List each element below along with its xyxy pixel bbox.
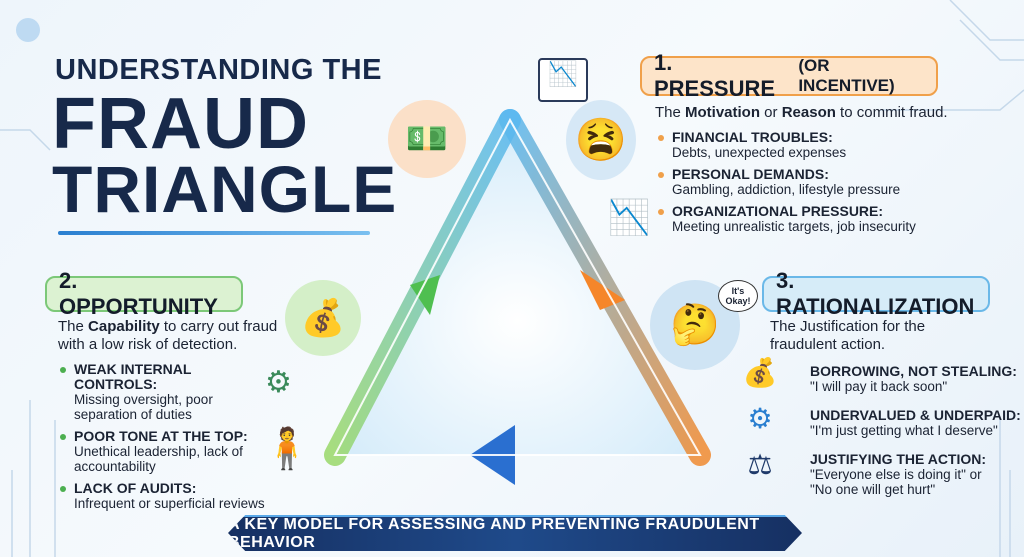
pressure-description: The Motivation or Reason to commit fraud… [655, 104, 948, 122]
opportunity-heading-text: 2. OPPORTUNITY [59, 268, 218, 319]
item-text: Unethical leadership, lack of accountabi… [74, 444, 243, 474]
rationalization-heading-text: 3. RATIONALIZATION [776, 268, 975, 319]
list-item: LACK OF AUDITS:Infrequent or superficial… [60, 481, 265, 511]
item-text: Missing oversight, poor separation of du… [74, 392, 213, 422]
desc-text: The [655, 104, 686, 121]
list-item: BORROWING, NOT STEALING:"I will pay it b… [810, 363, 1017, 395]
confused-manager-illustration: 🧍 [262, 427, 312, 471]
speech-bubble: It's Okay! [718, 280, 758, 312]
item-text: "I'm just getting what I deserve" [810, 423, 998, 438]
pressure-heading: 1. PRESSURE (OR INCENTIVE) [640, 50, 938, 101]
title-line-1: UNDERSTANDING THE [55, 54, 382, 86]
money-bag-key-illustration: 💰 [285, 280, 361, 356]
title-line-2: FRAUD [52, 84, 309, 164]
desc-text: to carry out fraud with a low risk of de… [58, 318, 278, 353]
pressure-heading-text: 1. PRESSURE [654, 50, 776, 101]
list-item: UNDERVALUED & UNDERPAID:"I'm just gettin… [810, 407, 1021, 439]
desc-bold: Reason [781, 104, 836, 121]
desc-text: or [760, 104, 782, 121]
stressed-person-illustration: 😫 [566, 100, 636, 180]
opportunity-heading: 2. OPPORTUNITY [45, 268, 243, 319]
list-item: ORGANIZATIONAL PRESSURE:Meeting unrealis… [658, 204, 916, 234]
item-title: BORROWING, NOT STEALING: [810, 363, 1017, 379]
rationalization-heading: 3. RATIONALIZATION [762, 268, 990, 319]
scales-icon: ⚖ [747, 449, 773, 480]
money-down-illustration: 💵 [388, 100, 466, 178]
arrow-head-green [410, 275, 440, 315]
desc-bold: Capability [88, 318, 160, 335]
head-gears-icon: ⚙ [747, 403, 773, 434]
rationalization-description: The Justification for the fraudulent act… [770, 318, 926, 353]
list-item: FINANCIAL TROUBLES:Debts, unexpected exp… [658, 130, 916, 160]
pressure-list: FINANCIAL TROUBLES:Debts, unexpected exp… [658, 130, 916, 241]
desc-bold: Motivation [685, 104, 761, 121]
item-text: "Everyone else is doing it" or "No one w… [810, 467, 982, 497]
falling-chart-icon-2: 📉 [608, 199, 651, 237]
opportunity-description: The Capability to carry out fraud with a… [58, 318, 288, 354]
arrow-head-orange [580, 270, 625, 310]
list-item: JUSTIFYING THE ACTION:"Everyone else is … [810, 451, 990, 498]
list-item: POOR TONE AT THE TOP:Unethical leadershi… [60, 429, 265, 474]
bottom-banner: A KEY MODEL FOR ASSESSING AND PREVENTING… [228, 515, 802, 551]
item-text: "I will pay it back soon" [810, 379, 948, 394]
broken-gears-icon: ⚙ [265, 366, 292, 399]
title-underline [58, 231, 370, 235]
item-title: FINANCIAL TROUBLES: [672, 129, 833, 145]
item-title: POOR TONE AT THE TOP: [74, 428, 248, 444]
item-title: ORGANIZATIONAL PRESSURE: [672, 203, 884, 219]
item-text: Meeting unrealistic targets, job insecur… [672, 219, 916, 234]
list-item: PERSONAL DEMANDS:Gambling, addiction, li… [658, 167, 916, 197]
item-text: Debts, unexpected expenses [672, 145, 847, 160]
desc-text: to commit fraud. [835, 104, 948, 121]
item-text: Infrequent or superficial reviews [74, 496, 265, 511]
title-line-3: TRIANGLE [52, 152, 398, 226]
falling-chart-icon: 📉 [538, 58, 588, 102]
item-title: PERSONAL DEMANDS: [672, 166, 829, 182]
money-bag-hand-icon: 💰 [742, 357, 778, 388]
item-title: LACK OF AUDITS: [74, 480, 197, 496]
item-text: Gambling, addiction, lifestyle pressure [672, 182, 901, 197]
desc-text: The [58, 318, 89, 335]
item-title: WEAK INTERNAL CONTROLS: [74, 361, 192, 392]
item-title: JUSTIFYING THE ACTION: [810, 451, 987, 467]
list-item: WEAK INTERNAL CONTROLS:Missing oversight… [60, 362, 265, 422]
pressure-heading-sub: (OR INCENTIVE) [798, 56, 895, 95]
opportunity-list: WEAK INTERNAL CONTROLS:Missing oversight… [60, 362, 265, 518]
fraud-triangle [324, 109, 711, 485]
item-title: UNDERVALUED & UNDERPAID: [810, 407, 1021, 423]
